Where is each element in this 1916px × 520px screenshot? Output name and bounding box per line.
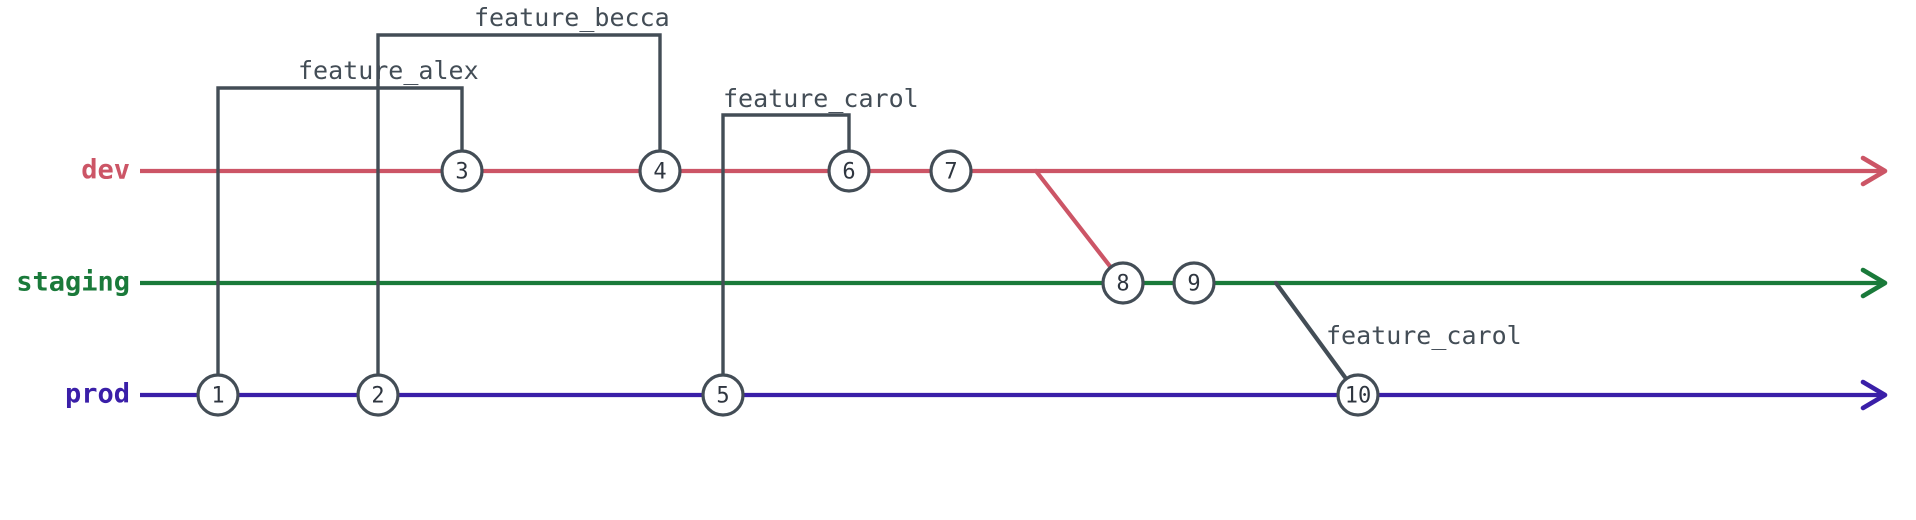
branch-label-feature_carol_top: feature_carol [723,84,919,113]
commit-node-circle-10[interactable] [1336,373,1380,417]
lane-label-prod: prod [65,379,130,410]
commit-node-label-8: 8 [1116,272,1129,297]
commit-nodes-group: 1 2 3 4 5 6 7 8 9 10 [196,149,1380,417]
fork-line-staging-to-prod-carol [1273,280,1361,398]
commit-node-label-9: 9 [1187,272,1200,297]
commit-node-7[interactable]: 7 [929,149,973,193]
commit-node-8[interactable]: 8 [1101,261,1145,305]
commit-node-label-10: 10 [1345,384,1372,409]
commit-node-label-4: 4 [653,160,666,185]
commit-node-circle-9[interactable] [1172,261,1216,305]
arrowhead-prod-icon [1860,379,1888,411]
lane-lines-group [140,155,1888,411]
branch-label-feature_becca: feature_becca [474,3,670,32]
commit-node-5[interactable]: 5 [701,373,745,417]
branch-label-feature_alex: feature_alex [298,56,479,85]
lane-labels-group: dev staging prod [16,155,130,410]
commit-node-circle-2[interactable] [356,373,400,417]
lane-label-staging: staging [16,267,130,298]
branch-labels-group: feature_alexfeature_beccafeature_carolfe… [298,3,1522,350]
commit-node-4[interactable]: 4 [638,149,682,193]
lane-staging [140,267,1888,299]
branch-path-feature_becca [376,33,662,397]
commit-node-circle-5[interactable] [701,373,745,417]
commit-node-9[interactable]: 9 [1172,261,1216,305]
commit-node-circle-8[interactable] [1101,261,1145,305]
commit-node-label-5: 5 [716,384,729,409]
commit-node-circle-1[interactable] [196,373,240,417]
merge-line-dev-to-staging [1033,168,1126,286]
merge-paths-group [1033,168,1126,286]
commit-node-circle-6[interactable] [827,149,871,193]
branch-paths-group [216,33,851,397]
lane-prod [140,379,1888,411]
arrowhead-dev-icon [1860,155,1888,187]
lane-label-dev: dev [81,155,130,186]
commit-node-label-6: 6 [842,160,855,185]
commit-node-1[interactable]: 1 [196,373,240,417]
commit-node-label-2: 2 [371,384,384,409]
commit-node-circle-3[interactable] [440,149,484,193]
commit-node-circle-7[interactable] [929,149,973,193]
lane-dev [140,155,1888,187]
branch-path-feature_alex [216,86,464,397]
commit-node-label-1: 1 [211,384,224,409]
arrowhead-staging-icon [1860,267,1888,299]
commit-node-6[interactable]: 6 [827,149,871,193]
fork-paths-group [1273,280,1361,398]
commit-node-3[interactable]: 3 [440,149,484,193]
branch-path-feature_carol_top [721,113,851,397]
commit-node-2[interactable]: 2 [356,373,400,417]
commit-node-label-7: 7 [944,160,957,185]
commit-node-10[interactable]: 10 [1336,373,1380,417]
commit-node-circle-4[interactable] [638,149,682,193]
commit-node-label-3: 3 [455,160,468,185]
branch-label-staging-to-prod-carol: feature_carol [1326,321,1522,350]
